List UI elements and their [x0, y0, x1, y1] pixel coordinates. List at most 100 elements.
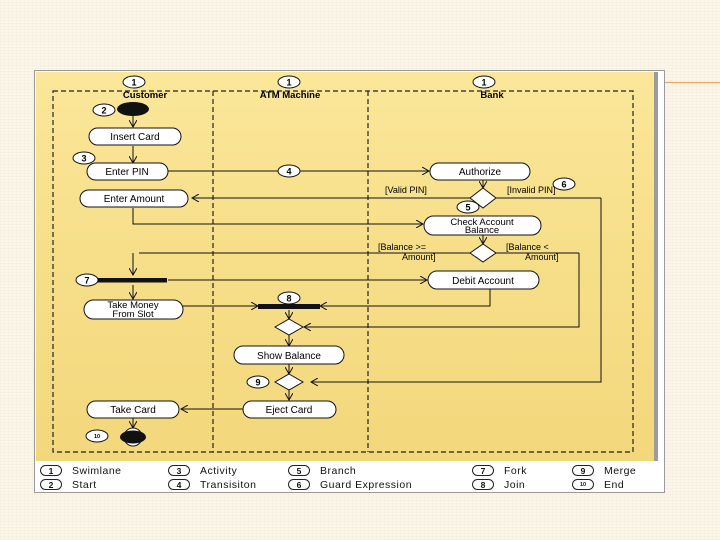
activity-eject-card: Eject Card: [242, 400, 337, 419]
legend-number: 10: [572, 479, 594, 490]
legend-number: 2: [40, 479, 62, 490]
slide-accent-rule: [663, 82, 720, 83]
callout-fork: [75, 273, 99, 287]
activity-debit-account: Debit Account: [427, 270, 540, 290]
start-node: 2: [92, 102, 149, 117]
swimlane-title: ATM Machine: [260, 90, 321, 101]
swimlane-title: Customer: [123, 90, 168, 101]
legend-label: Join: [504, 478, 526, 491]
svg-text:1: 1: [131, 78, 136, 88]
legend-item-activity: 3 Activity: [168, 464, 237, 477]
svg-text:6: 6: [561, 180, 566, 190]
activity-enter-pin: 3 Enter PIN: [72, 151, 169, 181]
legend-label: Fork: [504, 464, 527, 477]
svg-text:[Valid PIN]: [Valid PIN]: [385, 185, 427, 195]
legend-item-start: 2 Start: [40, 478, 97, 491]
svg-text:Eject Card: Eject Card: [266, 405, 313, 416]
legend: 1 Swimlane 3 Activity 5 Branch 7 Fork 9 …: [36, 462, 663, 491]
activity-enter-amount: Enter Amount: [79, 189, 189, 208]
merge-node-upper: [273, 318, 305, 336]
swimlane-atm: 1 ATM Machine: [260, 75, 321, 101]
svg-text:Show Balance: Show Balance: [257, 351, 321, 362]
callout-merge: [246, 375, 270, 389]
svg-text:4: 4: [286, 167, 291, 177]
svg-text:5: 5: [465, 203, 470, 213]
svg-text:1: 1: [481, 78, 486, 88]
branch-node-balance: [469, 243, 497, 263]
activity-show-balance: Show Balance: [233, 345, 345, 365]
legend-item-fork: 7 Fork: [472, 464, 527, 477]
legend-item-transition: 4 Transisiton: [168, 478, 256, 491]
svg-text:Enter Amount: Enter Amount: [104, 194, 165, 205]
svg-text:9: 9: [255, 378, 260, 388]
callout-swimlane: [122, 75, 146, 89]
svg-text:3: 3: [81, 154, 86, 164]
svg-text:From Slot: From Slot: [112, 309, 154, 320]
legend-label: Branch: [320, 464, 357, 477]
end-node: 10: [85, 427, 146, 447]
legend-item-join: 8 Join: [472, 478, 525, 491]
legend-item-swimlane: 1 Swimlane: [40, 464, 122, 477]
svg-text:8: 8: [286, 294, 291, 304]
svg-text:[Balance <: [Balance <: [506, 242, 549, 252]
legend-item-merge: 9 Merge: [572, 464, 636, 477]
svg-text:Balance: Balance: [465, 225, 499, 236]
swimlane-borders: [52, 90, 634, 453]
swimlane-title: Bank: [480, 90, 504, 101]
legend-number: 5: [288, 465, 310, 476]
legend-number: 9: [572, 465, 594, 476]
branch-node-pin: 5: [456, 187, 497, 214]
svg-text:10: 10: [94, 434, 100, 440]
activity-take-money: Take Money From Slot: [83, 299, 184, 320]
legend-number: 4: [168, 479, 190, 490]
guard-balance-ok: [Balance >= Amount]: [378, 242, 436, 262]
transition-callout: 4: [277, 164, 301, 178]
svg-text:Amount]: Amount]: [402, 252, 436, 262]
activity-take-card: Take Card: [86, 400, 180, 419]
transitions: [133, 116, 602, 428]
svg-text:Enter PIN: Enter PIN: [105, 167, 148, 178]
legend-label: Swimlane: [72, 464, 122, 477]
merge-node-lower: 9: [246, 373, 305, 391]
callout-swimlane: [277, 75, 301, 89]
legend-label: Start: [72, 478, 97, 491]
swimlane-bank: 1 Bank: [472, 75, 504, 101]
join-bar: 8: [258, 291, 320, 309]
callout-transition: [277, 164, 301, 178]
activity-check-account: Check Account Balance: [423, 215, 542, 236]
legend-item-branch: 5 Branch: [288, 464, 356, 477]
legend-number: 8: [472, 479, 494, 490]
svg-text:Authorize: Authorize: [459, 167, 502, 178]
legend-label: Transisiton: [200, 478, 257, 491]
callout-start: [92, 103, 116, 117]
activity-authorize: Authorize: [429, 162, 531, 181]
guard-invalid-pin: 6 [Invalid PIN]: [507, 177, 576, 195]
svg-text:1: 1: [286, 78, 291, 88]
legend-number: 3: [168, 465, 190, 476]
svg-text:Debit Account: Debit Account: [452, 276, 514, 287]
svg-text:Take Money: Take Money: [107, 300, 158, 311]
fork-bar: 7: [75, 273, 167, 287]
callout-activity: [72, 151, 96, 165]
legend-label: Guard Expression: [320, 478, 413, 491]
legend-item-end: 10 End: [572, 478, 624, 491]
svg-text:7: 7: [84, 276, 89, 286]
legend-number: 6: [288, 479, 310, 490]
svg-text:Take Card: Take Card: [110, 405, 156, 416]
svg-text:[Invalid PIN]: [Invalid PIN]: [507, 185, 556, 195]
callout-branch: [456, 200, 480, 214]
legend-item-guard-expression: 6 Guard Expression: [288, 478, 412, 491]
svg-text:Insert Card: Insert Card: [110, 132, 159, 143]
svg-text:[Balance >=: [Balance >=: [378, 242, 426, 252]
callout-guard: [552, 177, 576, 191]
legend-label: End: [604, 478, 625, 491]
activity-insert-card: Insert Card: [88, 127, 182, 146]
callout-swimlane: [472, 75, 496, 89]
guard-balance-low: [Balance < Amount]: [506, 242, 559, 262]
legend-number: 1: [40, 465, 62, 476]
swimlane-customer: 1 Customer: [122, 75, 168, 101]
legend-label: Activity: [200, 464, 238, 477]
svg-text:2: 2: [101, 106, 106, 116]
legend-label: Merge: [604, 464, 637, 477]
